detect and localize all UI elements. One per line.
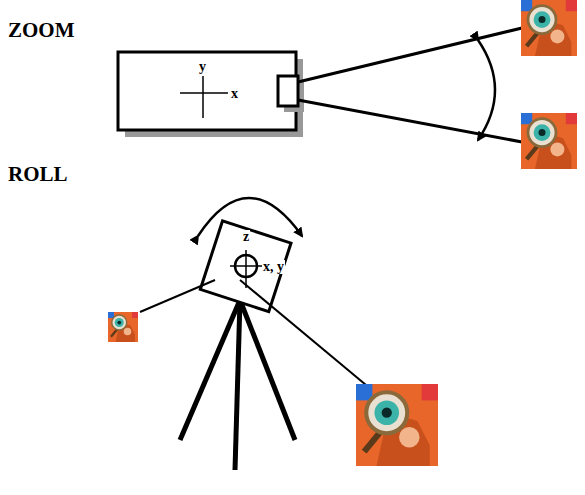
axis-label: x [230,87,239,101]
section-title: ROLL [8,164,68,185]
axis-label: x, y [262,260,285,274]
axis-label: z [242,230,250,244]
axis-label: y [198,60,207,74]
section-title: ZOOM [8,20,75,41]
